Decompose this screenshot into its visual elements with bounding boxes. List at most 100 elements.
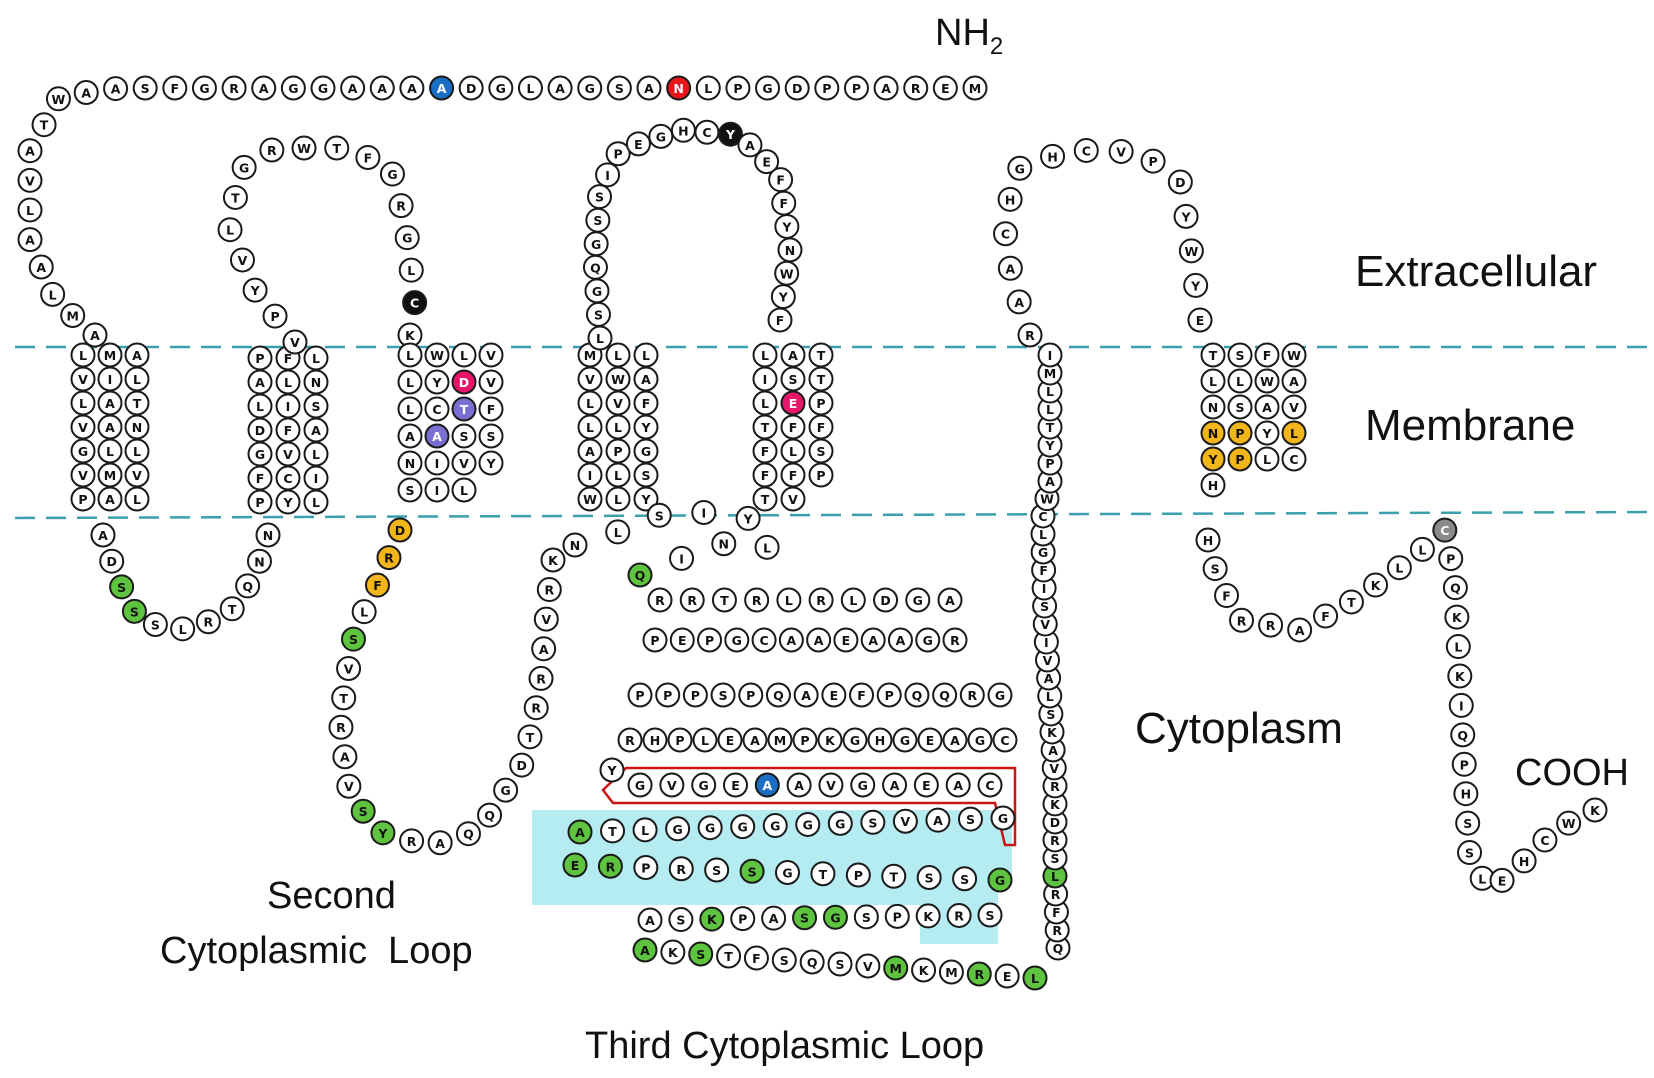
residue-icl3: A xyxy=(945,772,971,798)
residue-letter: H xyxy=(1461,787,1471,802)
residue-circle xyxy=(429,75,455,101)
residue-ecl2: Q xyxy=(582,254,608,280)
residue-n-terminal-tail: E xyxy=(932,75,958,101)
residue-letter: T xyxy=(460,402,469,417)
residue-tm2: C xyxy=(275,465,301,491)
residue-letter: E xyxy=(941,81,950,96)
residue-letter: R xyxy=(544,583,554,598)
residue-tm4: Y xyxy=(633,486,659,512)
residue-n-terminal-tail: A xyxy=(399,75,425,101)
residue-letter: N xyxy=(263,528,273,543)
residue-icl3: A xyxy=(882,772,908,798)
residue-circle xyxy=(1281,446,1307,472)
residue-letter: G xyxy=(732,633,742,648)
residue-letter: C xyxy=(283,471,292,486)
residue-letter: L xyxy=(526,81,534,96)
residue-circle xyxy=(704,857,730,883)
residue-n-terminal-tail: M xyxy=(60,302,86,328)
residue-icl1: S xyxy=(109,574,135,600)
residue-letter: V xyxy=(25,173,35,188)
residue-letter: E xyxy=(1498,873,1507,888)
residue-c-terminal-tail: H xyxy=(1511,848,1537,874)
residue-icl2: D xyxy=(387,517,413,543)
residue-letter: G xyxy=(255,447,265,462)
residue-icl3: R xyxy=(647,587,673,613)
residue-circle xyxy=(990,805,1016,831)
residue-ecl2: S xyxy=(587,184,613,210)
residue-letter: L xyxy=(761,348,769,363)
residue-ecl1: R xyxy=(259,137,285,163)
residue-circle xyxy=(627,682,653,708)
residue-icl3: S xyxy=(952,866,978,892)
residue-letter: V xyxy=(1043,653,1053,668)
residue-circle xyxy=(310,75,336,101)
residue-letter: C xyxy=(1082,143,1091,158)
residue-letter: M xyxy=(945,965,957,980)
residue-letter: T xyxy=(608,824,617,839)
residue-letter: V xyxy=(1040,617,1050,632)
residue-circle xyxy=(711,531,737,557)
residue-circle xyxy=(493,777,519,803)
residue-circle xyxy=(775,860,800,885)
residue-ecl2: G xyxy=(583,231,609,257)
residue-circle xyxy=(99,548,125,574)
residue-letter: H xyxy=(1047,149,1057,164)
residue-circle xyxy=(379,161,405,187)
residue-icl3: R xyxy=(679,587,705,613)
residue-circle xyxy=(959,682,985,708)
residue-n-terminal-tail: A xyxy=(28,254,54,280)
residue-circle xyxy=(1040,143,1066,169)
residue-circle xyxy=(997,255,1023,281)
residue-circle xyxy=(845,862,871,888)
residue-letter: T xyxy=(526,730,535,745)
residue-ecl2: E xyxy=(754,149,780,175)
residue-circle xyxy=(743,945,769,971)
residue-letter: L xyxy=(1454,640,1462,655)
residue-n-terminal-tail: G xyxy=(488,75,514,101)
residue-letter: V xyxy=(344,662,354,677)
residue-letter: L xyxy=(1039,527,1047,542)
residue-ecl1: P xyxy=(262,303,288,329)
residue-letter: P xyxy=(641,861,650,876)
residue-circle xyxy=(744,587,770,613)
residue-letter: A xyxy=(105,396,115,411)
residue-circle xyxy=(195,609,221,635)
residue-icl3: G xyxy=(627,772,653,798)
residue-letter: L xyxy=(1046,402,1054,417)
residue-ecl1: T xyxy=(222,184,248,210)
residue-ecl1: V xyxy=(229,247,255,273)
residue-tm3: L xyxy=(451,477,477,503)
residue-circle xyxy=(1227,368,1253,394)
residue-tm1: L xyxy=(124,486,150,512)
residue-letter: G xyxy=(496,81,506,96)
residue-tm7: N xyxy=(1200,420,1226,446)
residue-circle xyxy=(903,75,929,101)
residue-letter: G xyxy=(923,633,933,648)
residue-icl1: D xyxy=(99,548,125,574)
residue-tm2: L xyxy=(275,369,301,395)
residue-icl3: L xyxy=(776,587,802,613)
residue-tm2: S xyxy=(303,393,329,419)
residue-circle xyxy=(1386,555,1412,581)
residue-letter: G xyxy=(998,811,1008,826)
residue-letter: V xyxy=(283,447,293,462)
residue-icl3: L xyxy=(605,519,631,545)
residue-letter: W xyxy=(1562,816,1576,831)
residue-letter: D xyxy=(517,758,527,773)
residue-ecl2: P xyxy=(605,141,631,167)
residue-letter: Q xyxy=(1053,941,1064,956)
residue-tm2: Y xyxy=(275,489,301,515)
residue-tm4: L xyxy=(605,414,631,440)
residue-icl3: P xyxy=(884,903,910,929)
residue-circle xyxy=(637,907,663,933)
residue-letter: T xyxy=(819,867,828,882)
residue-circle xyxy=(754,772,780,798)
residue-letter: W xyxy=(430,348,444,363)
residue-circle xyxy=(882,772,908,798)
residue-circle xyxy=(336,773,362,799)
residue-icl3: E xyxy=(821,682,847,708)
residue-tm7: A xyxy=(1281,368,1307,394)
residue-circle xyxy=(90,522,116,548)
residue-circle xyxy=(328,714,354,740)
residue-tm4: V xyxy=(605,390,631,416)
